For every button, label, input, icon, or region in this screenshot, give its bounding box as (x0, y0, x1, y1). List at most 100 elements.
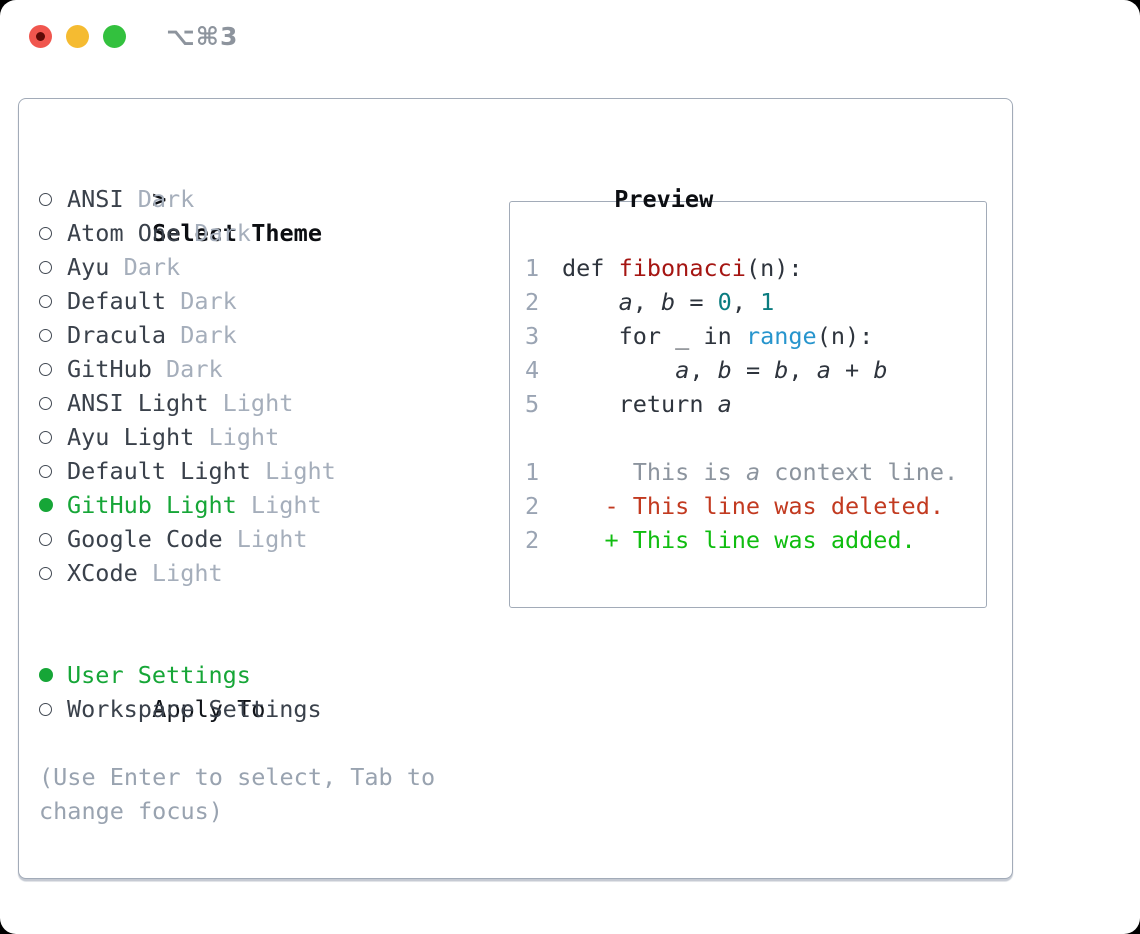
code-segment: , (731, 288, 761, 316)
line-number: 2 (525, 288, 540, 316)
theme-option-label: Default (67, 287, 167, 315)
code-segment: for _ in (562, 322, 746, 350)
code-segment: a (717, 390, 732, 418)
code-segment: context line. (760, 458, 959, 486)
theme-option-ayu[interactable]: Ayu Dark (39, 250, 501, 284)
radio-icon (39, 192, 52, 206)
theme-option-xcode[interactable]: XCode Light (39, 556, 501, 590)
prompt-caret-icon: > (152, 185, 167, 213)
code-segment: def (562, 254, 619, 282)
line-number: 4 (525, 356, 540, 384)
apply-option-label: Workspace Settings (67, 695, 322, 723)
line-number: 1 (525, 254, 540, 282)
radio-icon (39, 532, 52, 546)
code-segment: range (745, 322, 817, 350)
code-segment: a (816, 356, 831, 384)
radio-icon (39, 260, 52, 274)
zoom-button[interactable] (103, 25, 126, 48)
preview-header: Preview (501, 148, 1012, 213)
code-segment: a (618, 288, 633, 316)
apply-option-user-settings[interactable]: User Settings (39, 658, 501, 692)
preview-code-line-7: 1 This is a context line. (525, 455, 986, 489)
theme-option-label: ANSI Light (67, 389, 209, 417)
theme-option-ansi[interactable]: ANSI Dark (39, 182, 501, 216)
minimize-button[interactable] (66, 25, 89, 48)
spacer-row (39, 590, 501, 624)
radio-icon (39, 362, 52, 376)
theme-option-atom-one[interactable]: Atom One Dark (39, 216, 501, 250)
theme-option-github[interactable]: GitHub Dark (39, 352, 501, 386)
select-theme-title: Select Theme (152, 219, 322, 247)
window-shortcut-label: ⌥⌘3 (166, 22, 239, 51)
code-segment: + This line was added. (562, 526, 916, 554)
apply-option-workspace-settings[interactable]: Workspace Settings (39, 692, 501, 726)
theme-option-label: Ayu Light (67, 423, 195, 451)
code-segment: , (689, 356, 718, 384)
line-number: 5 (525, 390, 540, 418)
theme-variant-label: Dark (109, 253, 181, 281)
line-number: 3 (525, 322, 540, 350)
theme-option-google-code[interactable]: Google Code Light (39, 522, 501, 556)
theme-variant-label: Dark (151, 355, 223, 383)
theme-option-ayu-light[interactable]: Ayu Light Light (39, 420, 501, 454)
theme-option-default-light[interactable]: Default Light Light (39, 454, 501, 488)
code-segment: (n): (816, 322, 874, 350)
code-segment: b (774, 356, 789, 384)
close-button[interactable] (29, 25, 52, 48)
code-segment: - This line was deleted. (562, 492, 945, 520)
theme-option-label: ANSI (67, 185, 124, 213)
theme-variant-label: Dark (123, 185, 195, 213)
theme-option-label: GitHub (67, 355, 152, 383)
theme-option-dracula[interactable]: Dracula Dark (39, 318, 501, 352)
code-segment: = (675, 288, 718, 316)
theme-option-default[interactable]: Default Dark (39, 284, 501, 318)
theme-variant-label: Light (194, 423, 280, 451)
hint-line: change focus) (39, 797, 223, 825)
theme-option-label: Atom One (67, 219, 181, 247)
code-segment (562, 356, 675, 384)
preview-code-line-9: 2 + This line was added. (525, 523, 986, 557)
preview-code-line-2: 2 a, b = 0, 1 (525, 285, 986, 319)
apply-option-label: User Settings (67, 661, 251, 689)
theme-variant-label: Light (208, 389, 294, 417)
radio-icon (39, 464, 52, 478)
theme-option-label: Google Code (67, 525, 223, 553)
theme-variant-label: Light (236, 491, 322, 519)
code-segment: a (745, 458, 761, 486)
theme-variant-label: Light (137, 559, 223, 587)
theme-variant-label: Dark (180, 219, 251, 247)
preview-code-line-4: 4 a, b = b, a + b (525, 353, 986, 387)
theme-option-label: Ayu (67, 253, 110, 281)
code-segment: , (632, 288, 662, 316)
code-segment: return (562, 390, 718, 418)
theme-option-ansi-light[interactable]: ANSI Light Light (39, 386, 501, 420)
radio-icon (39, 702, 52, 716)
close-dot-icon (36, 32, 45, 41)
code-segment: This is (562, 458, 746, 486)
titlebar: ⌥⌘3 (29, 22, 239, 51)
radio-selected-icon (39, 668, 53, 682)
code-segment: 0 (717, 288, 732, 316)
code-segment: b (873, 356, 888, 384)
preview-code-line-6 (525, 421, 986, 455)
line-number: 2 (525, 492, 540, 520)
code-segment: (n): (745, 254, 803, 282)
preview-code-line-8: 2 - This line was deleted. (525, 489, 986, 523)
radio-icon (39, 430, 52, 444)
code-segment: b (717, 356, 732, 384)
code-segment: a (675, 356, 690, 384)
theme-option-label: Dracula (67, 321, 167, 349)
theme-option-github-light[interactable]: GitHub Light Light (39, 488, 501, 522)
radio-selected-icon (39, 498, 53, 512)
line-number: 2 (525, 526, 540, 554)
apply-to-title: Apply To (152, 695, 266, 723)
code-segment (562, 288, 619, 316)
radio-icon (39, 396, 52, 410)
